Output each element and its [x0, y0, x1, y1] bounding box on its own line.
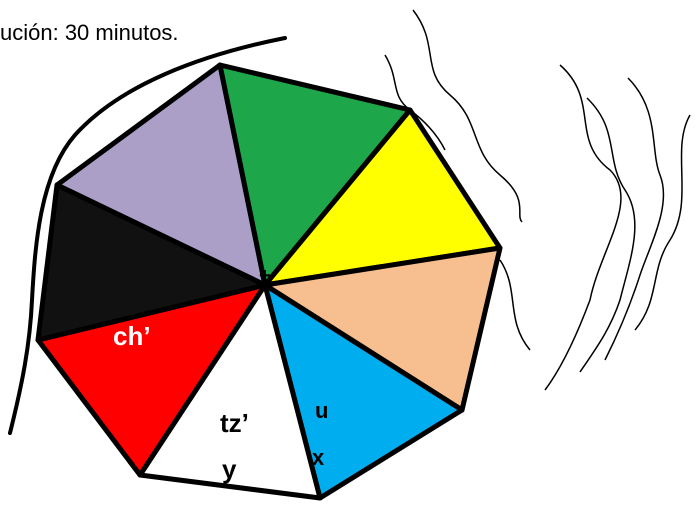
label-blue: u: [315, 398, 328, 423]
boundary-curve: [8, 36, 287, 435]
wavy-lines: [384, 9, 691, 391]
label-blue-bottom: x: [312, 445, 325, 470]
label-white-bottom: y: [222, 454, 237, 484]
caption-text: ución: 30 minutos.: [0, 20, 179, 45]
label-white: tz’: [220, 408, 249, 438]
center-mark: +: [259, 265, 271, 287]
label-red: ch’: [113, 321, 151, 351]
wedge-black: [35, 182, 268, 343]
